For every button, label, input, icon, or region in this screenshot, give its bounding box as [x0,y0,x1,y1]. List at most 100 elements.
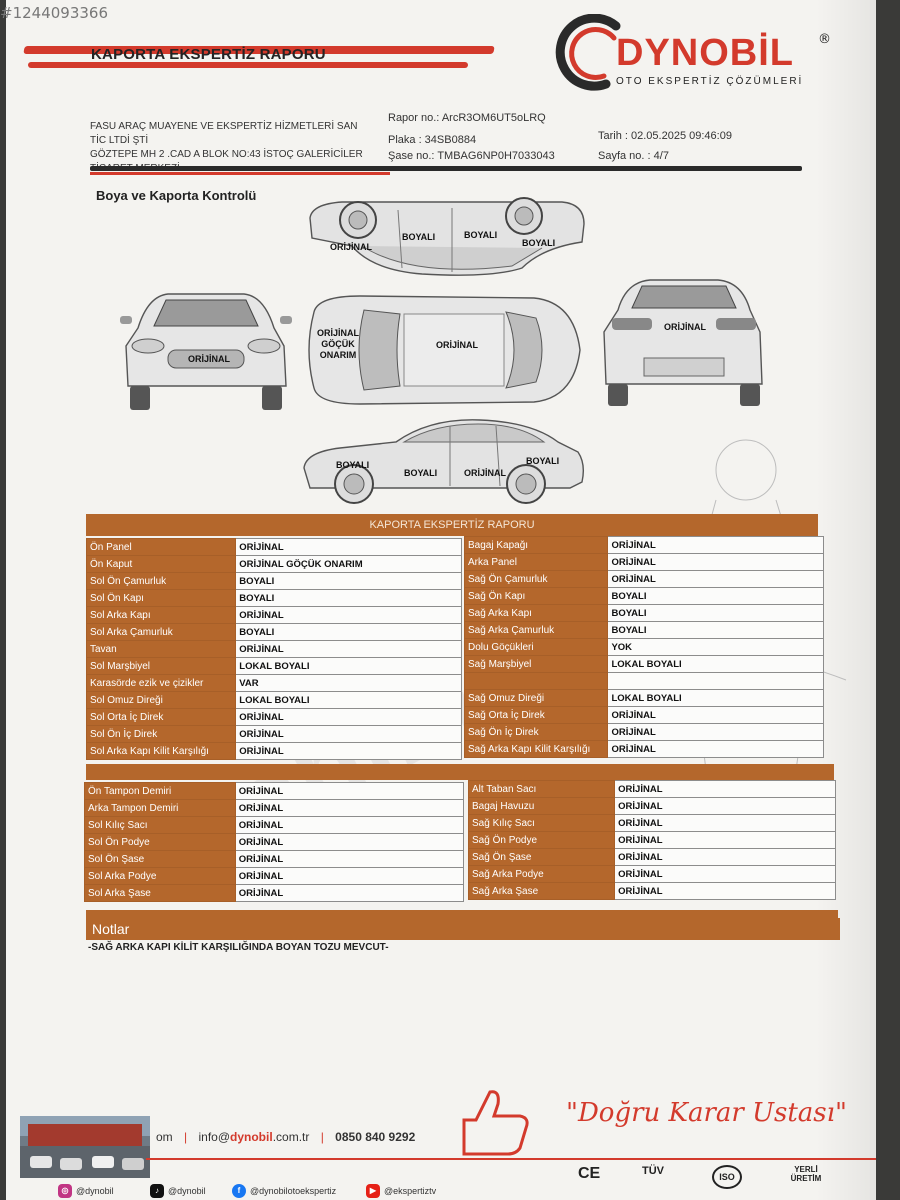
social-tiktok[interactable]: ♪ @dynobil [150,1184,206,1198]
label-top-hood-2: GÖÇÜK [321,339,355,349]
part-status: ORİJİNAL [614,831,836,849]
part-label: Sol Arka Şase [84,884,236,902]
part-status: LOKAL BOYALI [607,689,824,707]
part-status: LOKAL BOYALI [235,657,462,675]
tarih: Tarih : 02.05.2025 09:46:09 [598,130,732,142]
table-bottom-band [86,910,838,918]
part-status: VAR [235,674,462,692]
header-divider [90,166,802,171]
part-label: Sol Ön Kapı [85,589,237,607]
social-instagram[interactable]: ◎ @dynobil [58,1184,114,1198]
report-title: KAPORTA EKSPERTİZ RAPORU [91,46,326,63]
footer-contact: om | info@dynobil.com.tr | 0850 840 9292 [156,1130,416,1144]
part-status: ORİJİNAL [607,536,824,554]
part-label: Sağ Arka Çamurluk [463,621,609,639]
part-status: ORİJİNAL [235,538,462,556]
label-right-side-4: BOYALI [526,456,560,466]
instagram-icon: ◎ [58,1184,72,1198]
iso-mark: ISO [712,1165,742,1189]
part-status: ORİJİNAL [607,553,824,571]
car-top-diagram: ORİJİNAL GÖÇÜK ONARIM ORİJİNAL [300,292,584,408]
email-suffix: .com.tr [272,1130,310,1144]
thumbs-up-icon [454,1086,534,1160]
dynobil-logo: DYNOBİL ® OTO EKSPERTİZ ÇÖZÜMLERİ [554,14,844,94]
part-status: ORİJİNAL [234,850,465,868]
part-status: BOYALI [607,587,824,605]
sayfa-no: Sayfa no. : 4/7 [598,150,669,162]
part-status: ORİJİNAL [614,780,836,798]
part-status: BOYALI [235,623,462,641]
social-youtube[interactable]: ▶ @ekspertiztv [366,1184,436,1198]
report-paper: KAPORTA EKSPERTİZ RAPORU DYNOBİL ® OTO E… [6,0,876,1200]
tiktok-icon: ♪ [150,1184,164,1198]
logo-swirl-icon [555,14,621,91]
plaka: Plaka : 34SB0884 [388,134,477,146]
part-status: ORİJİNAL [607,740,824,758]
footer-phone[interactable]: 0850 840 9292 [335,1130,416,1144]
table-row [463,672,824,690]
label-rear: ORİJİNAL [664,322,707,332]
social-youtube-label: @ekspertiztv [384,1186,437,1196]
part-label: Tavan [85,640,237,658]
label-top-hood-3: ONARIM [319,350,357,360]
footer-email[interactable]: info@dynobil.com.tr [198,1130,309,1144]
part-status: YOK [607,638,824,656]
company-name: FASU ARAÇ MUAYENE VE EKSPERTİZ HİZMETLER… [90,121,358,146]
label-left-side-1: ORİJİNAL [330,242,373,252]
email-prefix: info@ [198,1130,231,1144]
part-label: Sol Arka Çamurluk [85,623,237,641]
social-facebook[interactable]: f @dynobilotoekspertiz [232,1184,336,1198]
part-label [463,672,609,690]
part-status: ORİJİNAL [235,725,462,743]
social-facebook-label: @dynobilotoekspertiz [250,1186,337,1196]
notes-header: Notlar [86,918,840,940]
part-label: Sol Ön Podye [84,833,236,851]
part-status: ORİJİNAL [235,640,462,658]
part-label: Dolu Göçükleri [463,638,609,656]
part-status: LOKAL BOYALI [607,655,824,673]
footer-web: om [156,1130,173,1144]
part-status [607,672,824,690]
part-label: Sağ Arka Şase [467,882,616,900]
sase-no: Şase no.: TMBAG6NP0H7033043 [388,150,555,162]
label-left-side-2: BOYALI [402,232,436,242]
label-top-hood: ORİJİNAL GÖÇÜK ONARIM [308,328,368,361]
part-label: Sol Kılıç Sacı [84,816,236,834]
part-label: Arka Tampon Demiri [84,799,236,817]
part-label: Arka Panel [463,553,609,571]
part-label: Sağ Ön Şase [467,848,616,866]
part-label: Sol Ön İç Direk [85,725,237,743]
note-text: -SAĞ ARKA KAPI KİLİT KARŞILIĞINDA BOYAN … [88,942,389,953]
social-tiktok-label: @dynobil [168,1186,206,1196]
part-label: Sol Orta İç Direk [85,708,237,726]
part-label: Sağ Arka Podye [467,865,616,883]
part-label: Sol Arka Podye [84,867,236,885]
part-label: Sağ Ön Çamurluk [463,570,609,588]
part-label: Sağ Kılıç Sacı [467,814,616,832]
part-label: Sağ Arka Kapı Kilit Karşılığı [463,740,609,758]
part-label: Sağ Arka Kapı [463,604,609,622]
label-left-side-3: BOYALI [464,230,498,240]
header-divider-accent [90,172,390,175]
slogan: "Doğru Karar Ustası" [566,1098,847,1128]
part-status: ORİJİNAL [614,814,836,832]
email-brand: dynobil [230,1130,273,1144]
